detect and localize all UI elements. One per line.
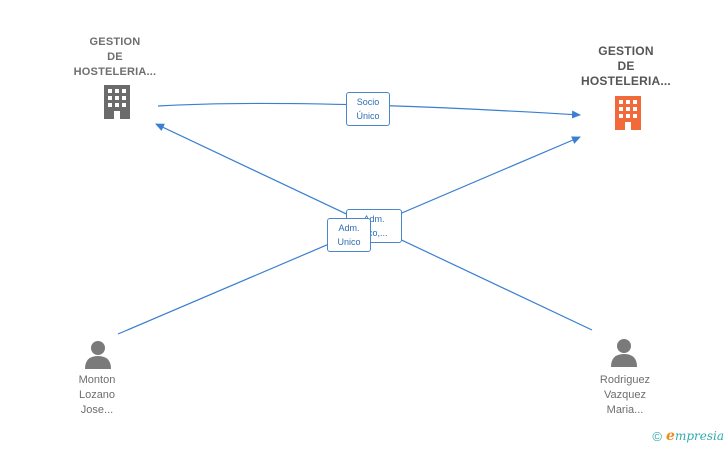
person-icon[interactable] [609, 337, 639, 367]
company-right-label[interactable]: GESTION DE HOSTELERIA... [581, 44, 671, 88]
empresia-watermark: © empresia [652, 428, 724, 444]
building-icon[interactable] [612, 94, 644, 130]
copyright-symbol: © [652, 428, 663, 444]
person-right-label[interactable]: Rodriguez Vazquez Maria... [599, 374, 651, 416]
person-icon[interactable] [83, 339, 113, 369]
edge-socio-unico [157, 102, 581, 119]
edge-label-adm-unico[interactable]: Adm. Unico [327, 218, 371, 252]
company-left-label[interactable]: GESTION DE HOSTELERIA... [73, 36, 157, 78]
person-left-label[interactable]: Monton Lozano Jose... [78, 374, 116, 416]
brand-logo: empresia [666, 428, 724, 444]
building-icon[interactable] [101, 83, 133, 119]
edge-label-socio-unico[interactable]: Socio Único [346, 92, 390, 126]
